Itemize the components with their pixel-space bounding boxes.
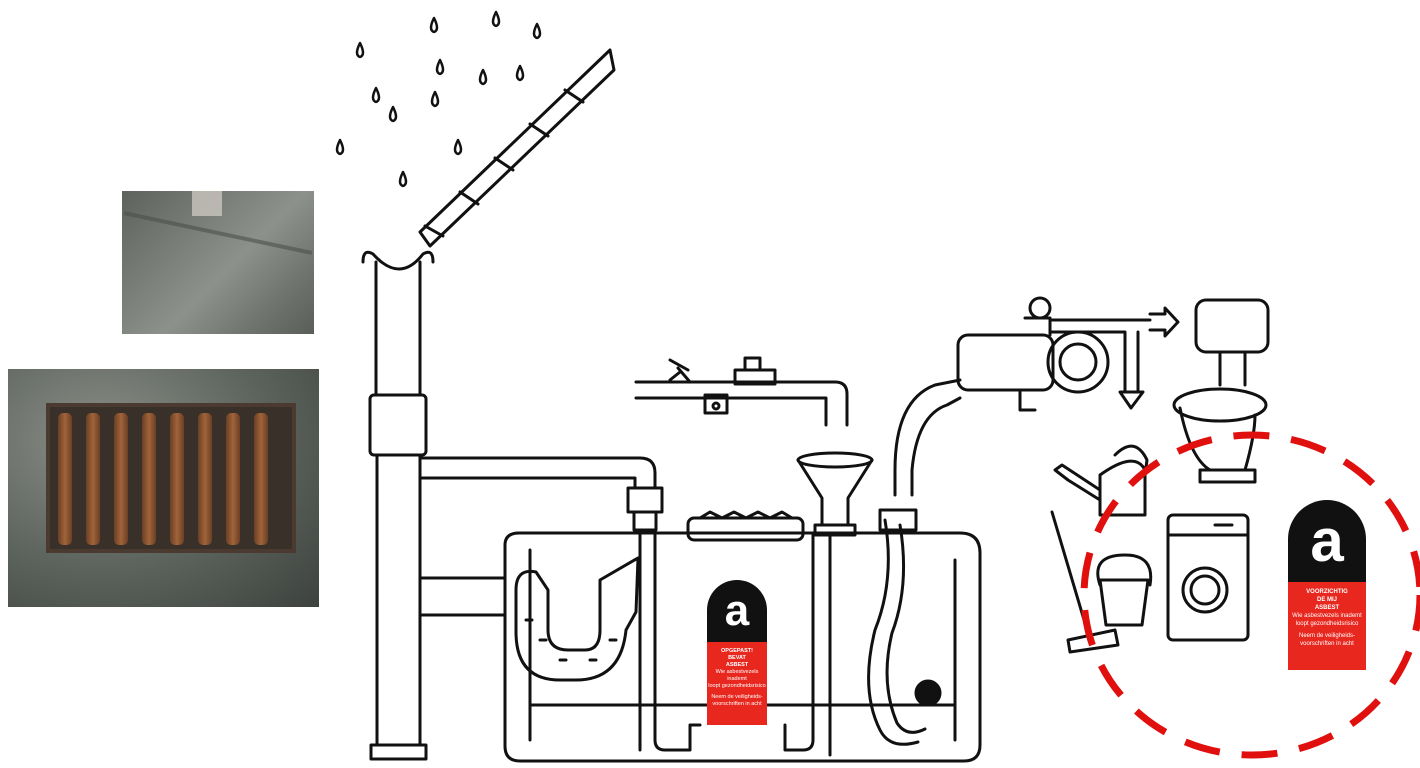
label-line: loopt gezondheidsrisico	[707, 683, 767, 690]
label-line: Wie asbestvezels inademt	[1288, 612, 1366, 620]
label-line: OPGEPAST!	[707, 648, 767, 655]
toilet-icon	[1174, 300, 1268, 482]
downpipe-icon	[363, 252, 662, 759]
appliance-asbestos-label: a VOORZICHTIG DE MIJ ASBEST Wie asbestve…	[1288, 500, 1366, 670]
rain-drops-icon	[337, 12, 540, 186]
label-line: ASBEST	[1288, 604, 1366, 612]
label-line: loopt gezondheidsrisico	[1288, 620, 1366, 628]
label-line: Wie asbestvezels inademt	[707, 669, 767, 683]
label-line: DE MIJ	[1288, 596, 1366, 604]
label-line: Neem de veiligheids-	[707, 694, 767, 701]
label-line: Neem de veiligheids-	[1288, 632, 1366, 640]
washing-machine-icon	[1168, 515, 1248, 640]
mop-and-bucket-icon	[1052, 512, 1151, 652]
tap-icon	[636, 358, 847, 425]
label-line: BEVAT	[707, 655, 767, 662]
asbestos-logo-letter: a	[1310, 507, 1343, 574]
asbestos-logo-letter: a	[725, 586, 749, 635]
asbestos-logo-icon: a	[707, 580, 767, 642]
label-line: voorschriften in acht	[1288, 640, 1366, 648]
label-line: ASBEST	[707, 662, 767, 669]
label-line: VOORZICHTIG	[1288, 588, 1366, 596]
funnel-icon	[798, 453, 872, 535]
label-line: voorschriften in acht	[707, 701, 767, 708]
tank-asbestos-label: a OPGEPAST! BEVAT ASBEST Wie asbestvezel…	[707, 580, 767, 725]
asbestos-logo-icon: a	[1288, 500, 1366, 582]
pump-icon	[895, 298, 1178, 495]
